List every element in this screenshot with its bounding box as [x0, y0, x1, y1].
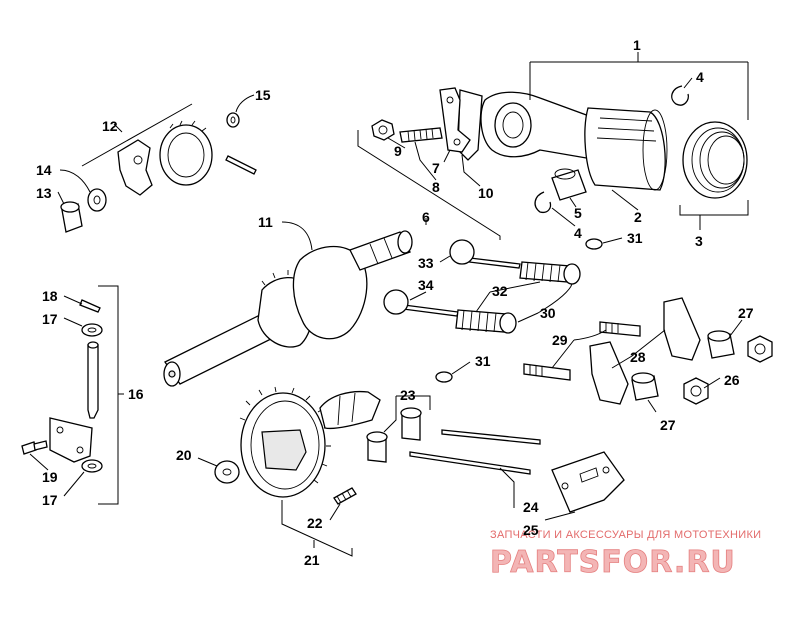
rocker-stud-upper-part	[599, 321, 641, 337]
rod-nut-part	[371, 119, 395, 141]
callout-4-upper: 4	[696, 69, 704, 85]
pushrod-upper-part	[441, 429, 541, 445]
governor-shaft-part	[87, 344, 99, 419]
callout-20: 20	[176, 447, 192, 463]
callout-25: 25	[523, 522, 539, 538]
camshaft-lobe-part	[319, 390, 381, 430]
rocker-stud-lower-part	[523, 363, 571, 381]
callout-11: 11	[258, 214, 273, 230]
callout-8: 8	[432, 179, 440, 195]
governor-assembly	[60, 112, 257, 233]
piston-part	[584, 107, 666, 191]
watermark: ЗАПЧАСТИ И АКСЕССУАРЫ ДЛЯ МОТОТЕХНИКИ PA…	[490, 529, 761, 580]
rocker-assembly	[523, 297, 773, 405]
watermark-subtitle: ЗАПЧАСТИ И АКСЕССУАРЫ ДЛЯ МОТОТЕХНИКИ	[490, 529, 761, 541]
washer-17-lower-part	[81, 459, 103, 473]
governor-flyweight-part	[117, 139, 153, 196]
circlip-lower-part	[534, 191, 552, 214]
crankshaft-assembly	[163, 230, 413, 387]
guide-plate-part	[551, 451, 625, 513]
callout-31-upper: 31	[627, 230, 643, 246]
rocker-arm-lower-part	[589, 341, 629, 405]
callout-9: 9	[394, 143, 402, 159]
washer-14-part	[87, 188, 107, 212]
crankshaft-counterweight-part	[292, 245, 368, 340]
callout-15: 15	[255, 87, 271, 103]
callout-3: 3	[695, 233, 703, 249]
piston-pin-part	[551, 169, 587, 201]
callout-19: 19	[42, 469, 58, 485]
callout-10: 10	[478, 185, 494, 201]
washer-15-part	[226, 112, 240, 128]
callout-21: 21	[304, 552, 320, 568]
valve-train-assembly	[366, 407, 625, 513]
valve-assembly	[383, 238, 603, 383]
callout-18: 18	[42, 288, 58, 304]
callout-27-lower: 27	[660, 417, 676, 433]
callout-13: 13	[36, 185, 52, 201]
callout-14: 14	[36, 162, 52, 178]
callout-6: 6	[422, 209, 430, 225]
washer-20-part	[214, 460, 240, 484]
exhaust-valve-part	[402, 304, 459, 317]
rod-big-end-part	[494, 102, 532, 148]
watermark-brand: PARTSFOR.RU	[490, 545, 736, 580]
camshaft-hub-part	[261, 429, 307, 471]
washer-17-upper-part	[81, 323, 103, 337]
rocker-arm-upper-part	[663, 297, 701, 361]
callout-28: 28	[630, 349, 646, 365]
callout-16: 16	[128, 386, 144, 402]
callout-1: 1	[633, 37, 641, 53]
callout-17-lower: 17	[42, 492, 58, 508]
circlip-upper-part	[671, 85, 690, 106]
rocker-nut-upper-part	[747, 335, 773, 363]
governor-lever-part	[49, 417, 93, 463]
camshaft-assembly	[214, 386, 381, 505]
callout-30: 30	[540, 305, 556, 321]
valve-keeper-upper-part	[585, 238, 603, 250]
governor-shaft-assembly	[21, 299, 103, 473]
callout-12: 12	[102, 118, 118, 134]
cap-lock-plate-part	[439, 87, 471, 153]
callout-23: 23	[400, 387, 416, 403]
callout-2: 2	[634, 209, 642, 225]
callout-17-upper: 17	[42, 311, 58, 327]
rocker-nut-lower-part	[683, 377, 709, 405]
leader-lines	[29, 52, 749, 557]
crankpin-part	[349, 231, 411, 271]
callout-31-lower: 31	[475, 353, 491, 369]
callout-4-lower: 4	[574, 225, 582, 241]
callout-5: 5	[574, 205, 582, 221]
callout-34: 34	[418, 277, 434, 293]
callout-29: 29	[552, 332, 568, 348]
governor-pin-part	[225, 155, 257, 175]
callout-24: 24	[523, 499, 539, 515]
callout-33: 33	[418, 255, 434, 271]
intake-valve-part	[468, 257, 521, 269]
callout-32: 32	[492, 283, 508, 299]
callout-26: 26	[724, 372, 740, 388]
valve-keeper-lower-part	[435, 371, 453, 383]
callout-7: 7	[432, 160, 440, 176]
callout-labels: 1 2 3 4 4 5 6 7 8 9 10 11 12 13 14 15 16…	[36, 37, 754, 568]
callout-22: 22	[307, 515, 323, 531]
cotter-pin-part	[79, 299, 101, 313]
piston-rings-part	[682, 121, 748, 199]
callout-27-upper: 27	[738, 305, 754, 321]
piston-assembly	[371, 85, 748, 214]
pushrod-lower-part	[409, 451, 531, 475]
